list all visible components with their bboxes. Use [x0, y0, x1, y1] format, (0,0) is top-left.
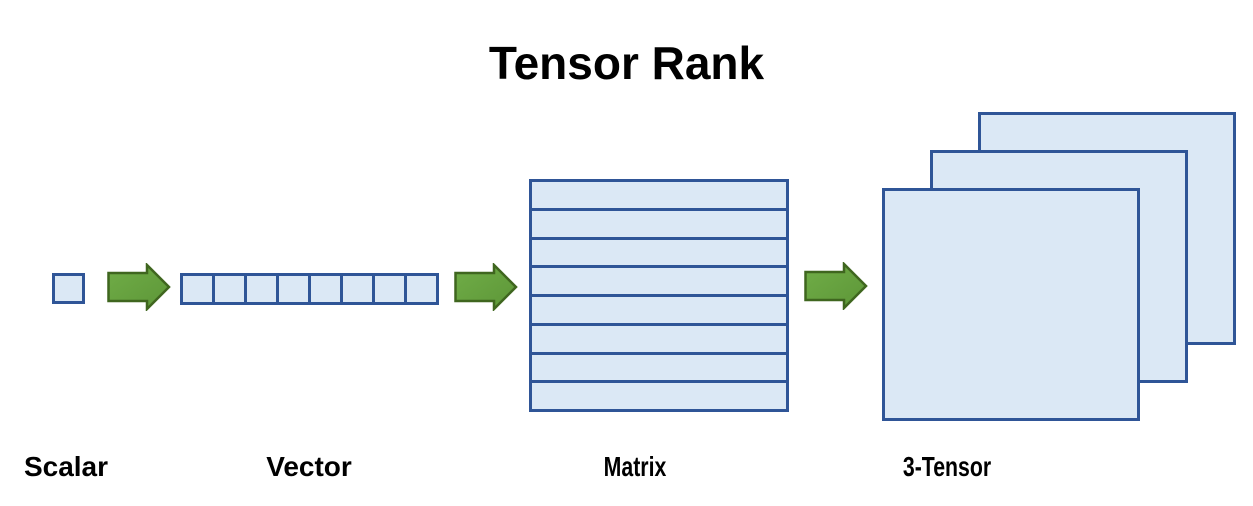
matrix-shape: [529, 179, 789, 412]
matrix-row: [532, 325, 786, 352]
vector-shape: [180, 273, 439, 305]
matrix-row: [532, 182, 786, 208]
vector-cell: [343, 276, 372, 302]
three-tensor-shape: [882, 112, 1237, 421]
scalar-shape: [52, 273, 85, 304]
vector-cell: [279, 276, 308, 302]
matrix-row: [532, 354, 786, 381]
right-arrow-icon: [804, 262, 868, 310]
vector-cell: [311, 276, 340, 302]
vector-cell: [247, 276, 276, 302]
right-arrow-icon: [107, 263, 171, 311]
matrix-row: [532, 297, 786, 323]
right-arrow-icon: [454, 263, 518, 311]
matrix-label: Matrix: [603, 451, 667, 482]
vector-cell: [183, 276, 212, 302]
matrix-row: [532, 383, 786, 409]
vector-label: Vector: [266, 451, 352, 482]
vector-cell: [375, 276, 404, 302]
three-tensor-label: 3-Tensor: [902, 451, 992, 482]
matrix-row: [532, 210, 786, 237]
vector-cell: [215, 276, 244, 302]
diagram-title: Tensor Rank: [488, 37, 765, 89]
matrix-row: [532, 239, 786, 266]
scalar-label: Scalar: [23, 451, 109, 482]
tensor-layer: [882, 188, 1140, 421]
vector-cell: [407, 276, 436, 302]
matrix-row: [532, 268, 786, 294]
